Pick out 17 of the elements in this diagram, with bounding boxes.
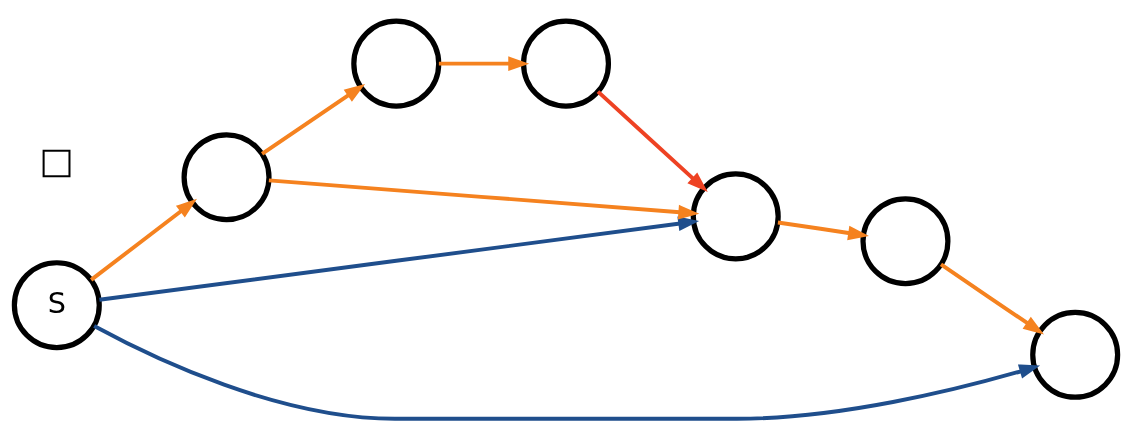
- node-circle: [181, 132, 272, 223]
- node-circle: [690, 171, 781, 262]
- arrow: [438, 56, 530, 71]
- node-circle: S: [11, 260, 102, 351]
- node-circle: [520, 18, 612, 109]
- arrow: [939, 262, 1045, 335]
- node-circle: [1030, 309, 1121, 400]
- node-circle: [351, 18, 442, 109]
- arrow: [260, 83, 366, 156]
- arrow: [89, 198, 197, 282]
- arrow: [777, 220, 869, 241]
- arrow: [268, 178, 700, 220]
- arrow: [99, 216, 700, 302]
- arrow: [93, 324, 1041, 421]
- arrow: [596, 90, 708, 193]
- node-circle: [860, 196, 951, 287]
- label: □: [39, 139, 75, 183]
